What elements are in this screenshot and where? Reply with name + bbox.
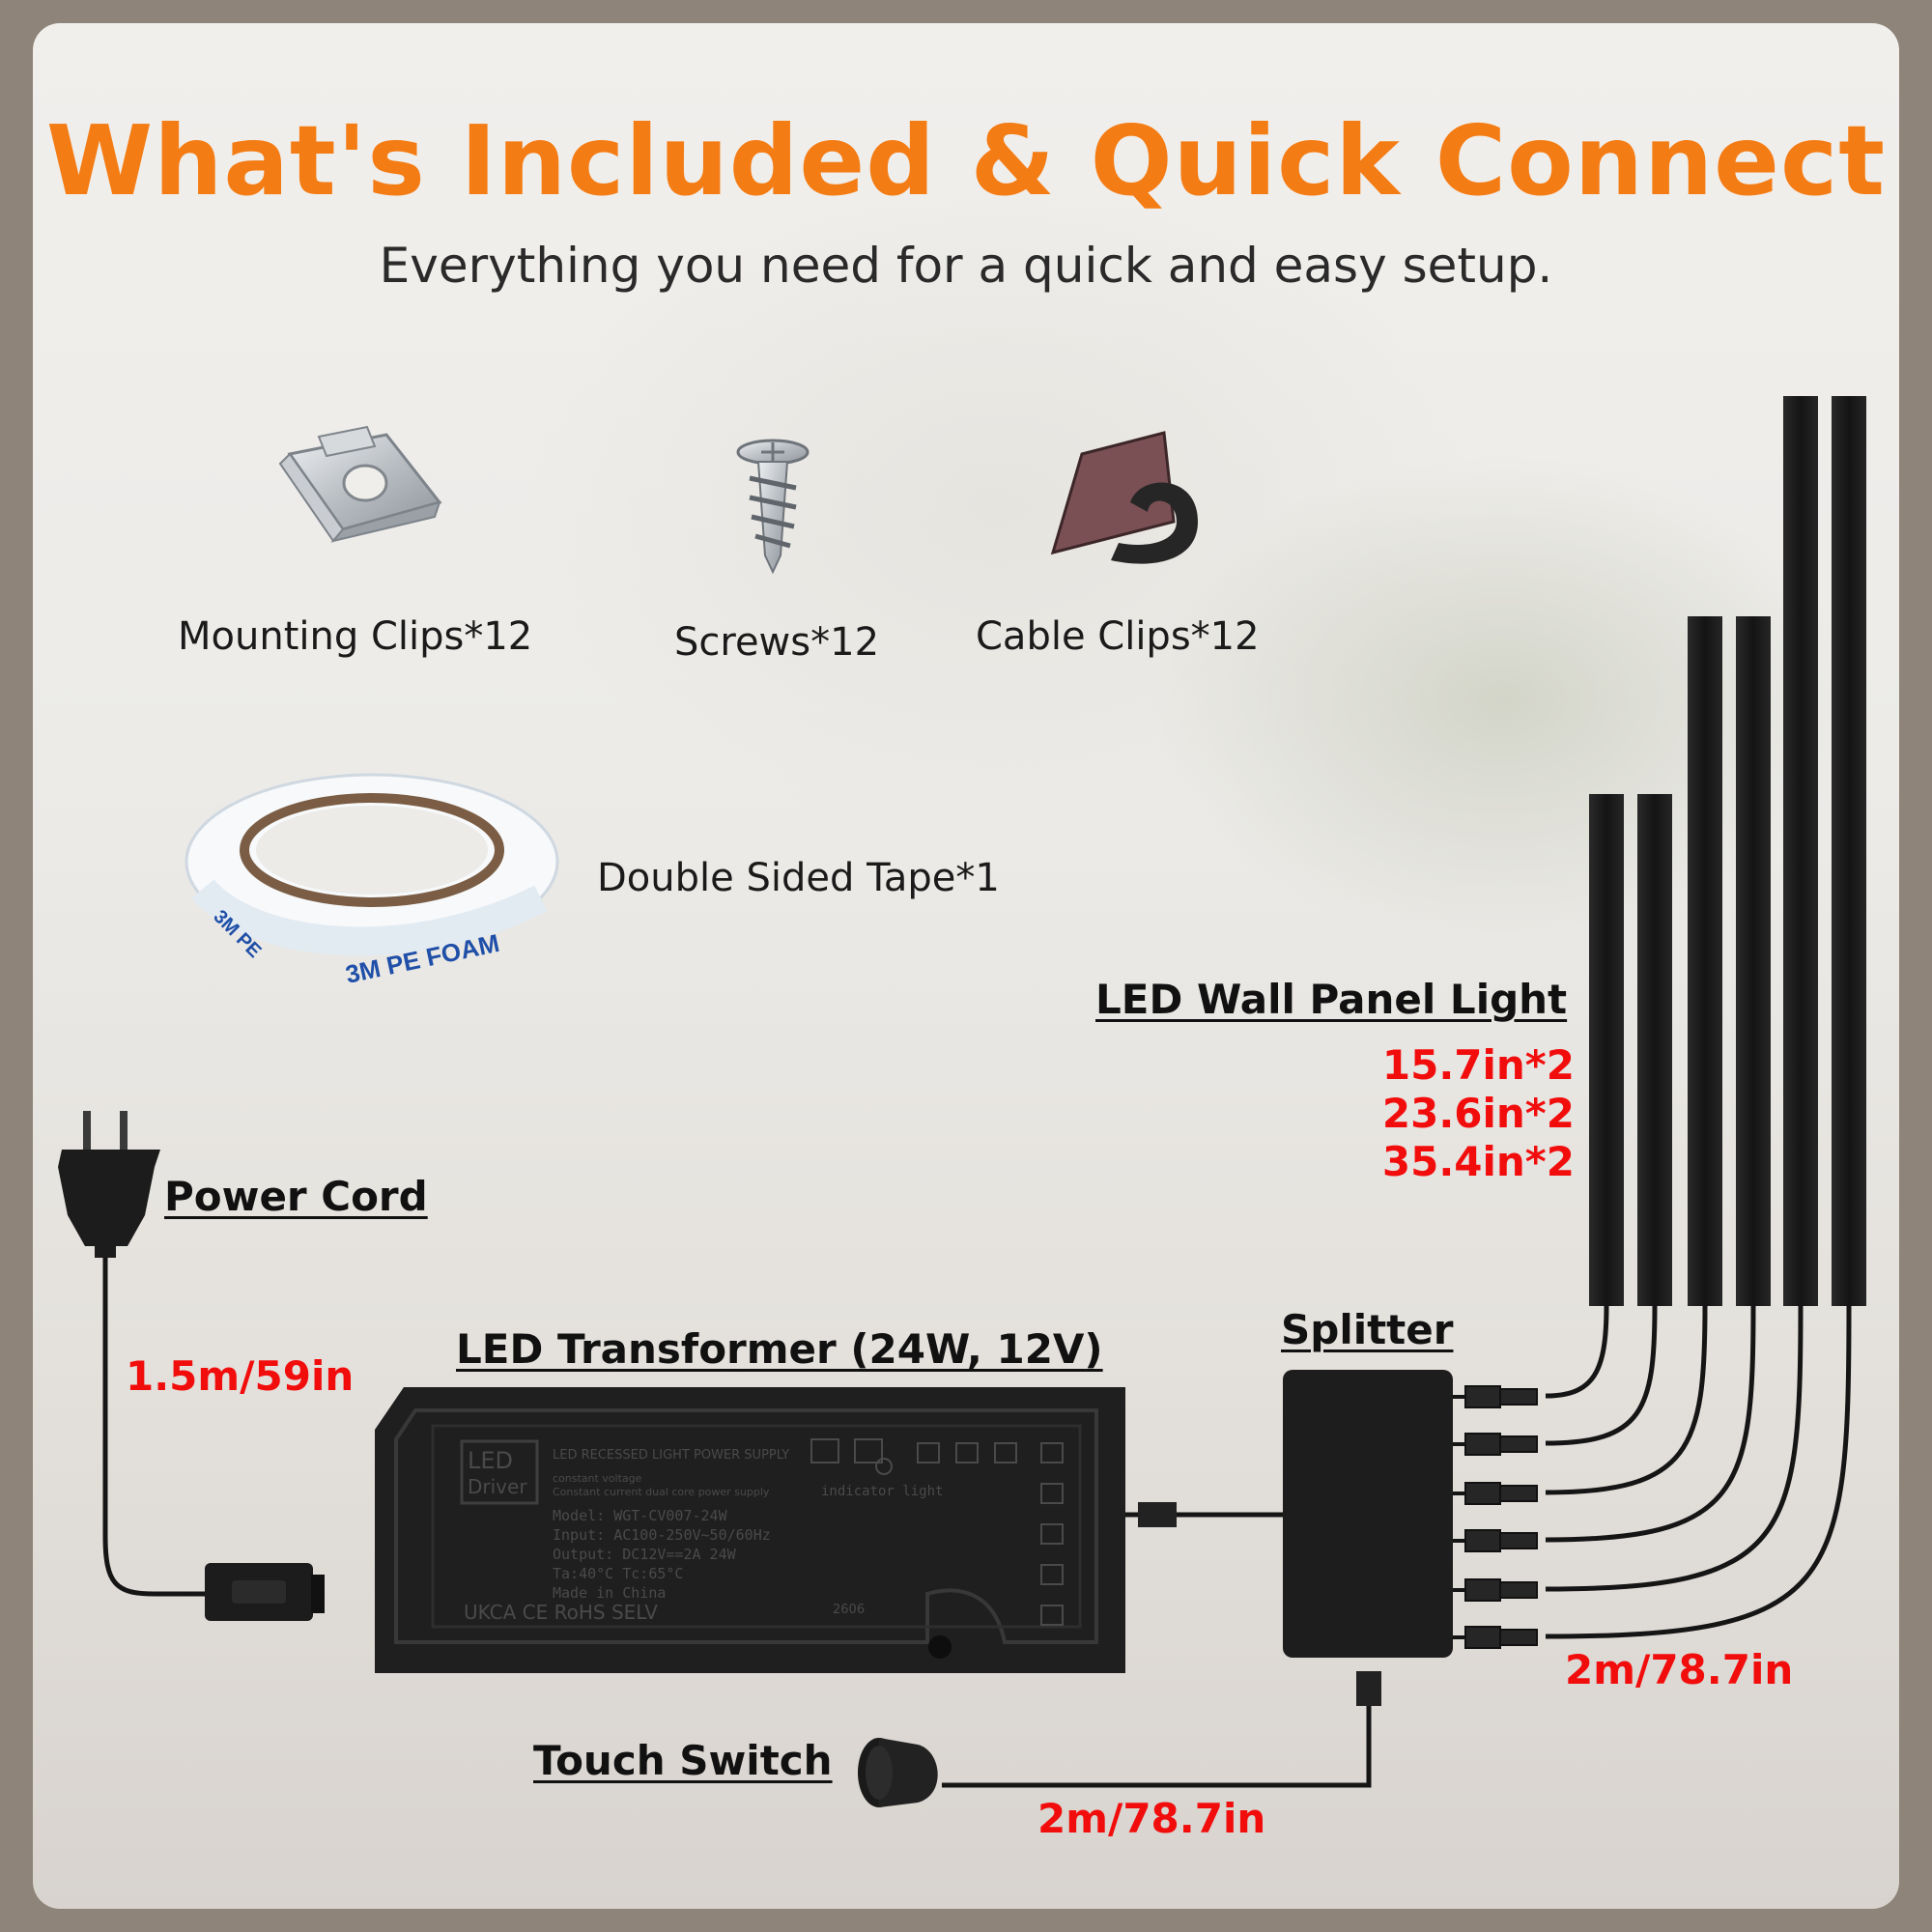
- transformer-icon: LED Driver LED RECESSED LIGHT POWER SUPP…: [375, 1387, 1283, 1673]
- svg-text:Made in China: Made in China: [553, 1584, 666, 1602]
- svg-text:Input: AC100-250V~50/60Hz: Input: AC100-250V~50/60Hz: [553, 1526, 771, 1544]
- svg-text:LED RECESSED LIGHT POWER SUPPL: LED RECESSED LIGHT POWER SUPPLY: [553, 1448, 789, 1463]
- touch-switch-length: 2m/78.7in: [1037, 1795, 1266, 1842]
- panel-size-2: 23.6in*2: [1381, 1090, 1575, 1137]
- panel-size-1: 15.7in*2: [1381, 1041, 1575, 1089]
- svg-text:Ta:40°C Tc:65°C: Ta:40°C Tc:65°C: [553, 1565, 683, 1582]
- svg-text:Constant current dual core pow: Constant current dual core power supply: [553, 1486, 770, 1498]
- power-cord-length: 1.5m/59in: [126, 1352, 355, 1400]
- screw-icon: [736, 439, 810, 575]
- page-subtitle: Everything you need for a quick and easy…: [379, 238, 1553, 294]
- svg-text:indicator light: indicator light: [821, 1484, 943, 1499]
- splitter-label: Splitter: [1281, 1306, 1454, 1353]
- svg-text:Driver: Driver: [468, 1475, 527, 1498]
- panel-size-3: 35.4in*2: [1381, 1138, 1575, 1185]
- led-panel-bars: [1545, 396, 1866, 1639]
- touch-switch-label: Touch Switch: [533, 1737, 833, 1784]
- page-title: What's Included & Quick Connect: [45, 104, 1887, 217]
- tape-label: Double Sided Tape*1: [597, 856, 1000, 900]
- screws-label: Screws*12: [674, 620, 880, 665]
- power-plug-icon: [58, 1111, 325, 1621]
- svg-text:2606: 2606: [833, 1603, 865, 1617]
- svg-text:Output: DC12V==2A 24W: Output: DC12V==2A 24W: [553, 1546, 737, 1563]
- touch-switch-icon: [858, 1738, 938, 1807]
- svg-text:LED: LED: [468, 1447, 513, 1474]
- mounting-clip-icon: [278, 425, 442, 543]
- power-cord-label: Power Cord: [164, 1173, 428, 1220]
- svg-text:Model: WGT-CV007-24W: Model: WGT-CV007-24W: [553, 1507, 728, 1524]
- cable-clip-icon: [1050, 431, 1198, 564]
- svg-text:UKCA CE RoHS SELV: UKCA CE RoHS SELV: [464, 1601, 658, 1624]
- panel-light-label: LED Wall Panel Light: [1095, 976, 1568, 1023]
- svg-text:constant voltage: constant voltage: [553, 1472, 642, 1485]
- tape-roll-icon: 3M PE FOAM 3M PE: [185, 773, 559, 989]
- mounting-clips-label: Mounting Clips*12: [178, 614, 533, 659]
- cable-clips-label: Cable Clips*12: [976, 614, 1260, 659]
- splitter-cable-length: 2m/78.7in: [1565, 1646, 1794, 1693]
- splitter-icon: [942, 1370, 1538, 1788]
- transformer-label: LED Transformer (24W, 12V): [456, 1325, 1103, 1373]
